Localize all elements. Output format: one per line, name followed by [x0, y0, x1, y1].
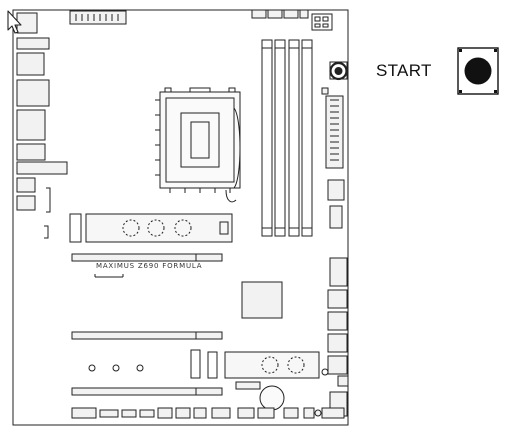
- top-power-connector: [69, 10, 127, 25]
- debug-led-display: [311, 13, 333, 31]
- bottom-headers: [71, 381, 345, 419]
- dimm-slots: [261, 39, 313, 237]
- start-button-callout-ring: [329, 61, 348, 81]
- rear-io-ports: [16, 12, 68, 211]
- top-fan-headers: [251, 9, 309, 19]
- chipset-heatsink: [241, 281, 283, 319]
- push-button-switch-icon: [457, 47, 499, 95]
- start-button-callout-dot: [334, 67, 343, 75]
- m2-standoffs: [88, 364, 144, 372]
- atx-24pin-connector: [321, 87, 344, 169]
- start-label: START: [376, 61, 432, 80]
- cpu-socket: [155, 87, 241, 203]
- right-edge-connectors: [327, 257, 349, 417]
- m2-slot-2: [190, 349, 329, 379]
- pcie-slot-2: [71, 331, 223, 340]
- m2-slot-1: [69, 213, 233, 243]
- audio-header: [44, 187, 51, 239]
- pcie-slot-3: [71, 387, 223, 396]
- cmos-battery: [259, 385, 285, 411]
- mouse-pointer-icon: [7, 10, 22, 34]
- pcie-slot-1: [71, 253, 223, 278]
- usb-header-right: [327, 179, 345, 229]
- board-model-text: MAXIMUS Z690 FORMULA: [96, 262, 203, 270]
